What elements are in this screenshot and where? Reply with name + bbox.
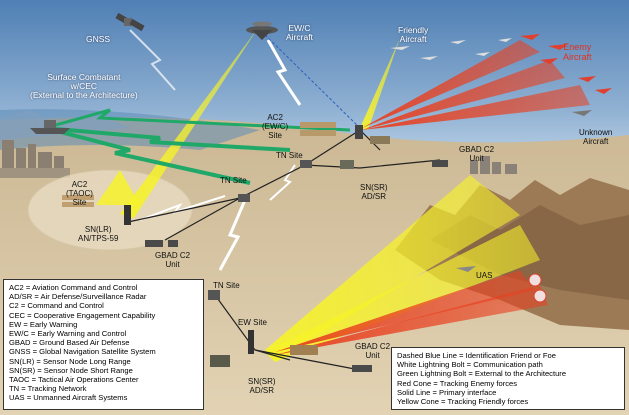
legend-acronym-item: TN = Tracking Network [9, 384, 198, 393]
label-uas: UAS [476, 271, 492, 280]
line-type-legend: Dashed Blue Line = Identification Friend… [391, 347, 625, 410]
label-sn-sr-upper: SN(SR)AD/SR [360, 183, 388, 201]
label-sn-lr: SN(LR)AN/TPS-59 [78, 225, 118, 243]
legend-line-item: Red Cone = Tracking Enemy forces [397, 379, 619, 388]
sn-lr-radar-icon [124, 205, 131, 225]
legend-acronym-item: EW/C = Early Warning and Control [9, 329, 198, 338]
legend-acronym-item: GBAD = Ground Based Air Defense [9, 338, 198, 347]
legend-acronym-item: SN(SR) = Sensor Node Short Range [9, 366, 198, 375]
legend-acronym-item: EW = Early Warning [9, 320, 198, 329]
legend-acronym-item: CEC = Cooperative Engagement Capability [9, 311, 198, 320]
legend-acronym-item: SN(LR) = Sensor Node Long Range [9, 357, 198, 366]
label-ac2-ewc-site: AC2(EW/C)Site [262, 113, 288, 140]
legend-acronym-item: AC2 = Aviation Command and Control [9, 283, 198, 292]
legend-acronym-item: UAS = Unmanned Aircraft Systems [9, 393, 198, 402]
label-sn-sr-lower: SN(SR)AD/SR [248, 377, 276, 395]
legend-line-item: White Lightning Bolt = Communication pat… [397, 360, 619, 369]
label-ac2-taoc-site: AC2(TAOC)Site [66, 180, 93, 207]
legend-acronym-item: C2 = Command and Control [9, 301, 198, 310]
label-tn-site-middle: TN Site [220, 176, 247, 185]
label-tn-site-lower: TN Site [213, 281, 240, 290]
legend-line-item: Dashed Blue Line = Identification Friend… [397, 351, 619, 360]
legend-line-item: Solid Line = Primary interface [397, 388, 619, 397]
legend-acronym-item: TAOC = Tactical Air Operations Center [9, 375, 198, 384]
legend-line-item: Green Lightning Bolt = External to the A… [397, 369, 619, 378]
legend-line-item: Yellow Cone = Tracking Friendly forces [397, 397, 619, 406]
legend-acronym-item: GNSS = Global Navigation Satellite Syste… [9, 347, 198, 356]
label-gnss: GNSS [86, 35, 110, 44]
legend-acronym-item: AD/SR = Air Defense/Surveillance Radar [9, 292, 198, 301]
label-ew-site: EW Site [238, 318, 267, 327]
label-tn-site-upper: TN Site [276, 151, 303, 160]
